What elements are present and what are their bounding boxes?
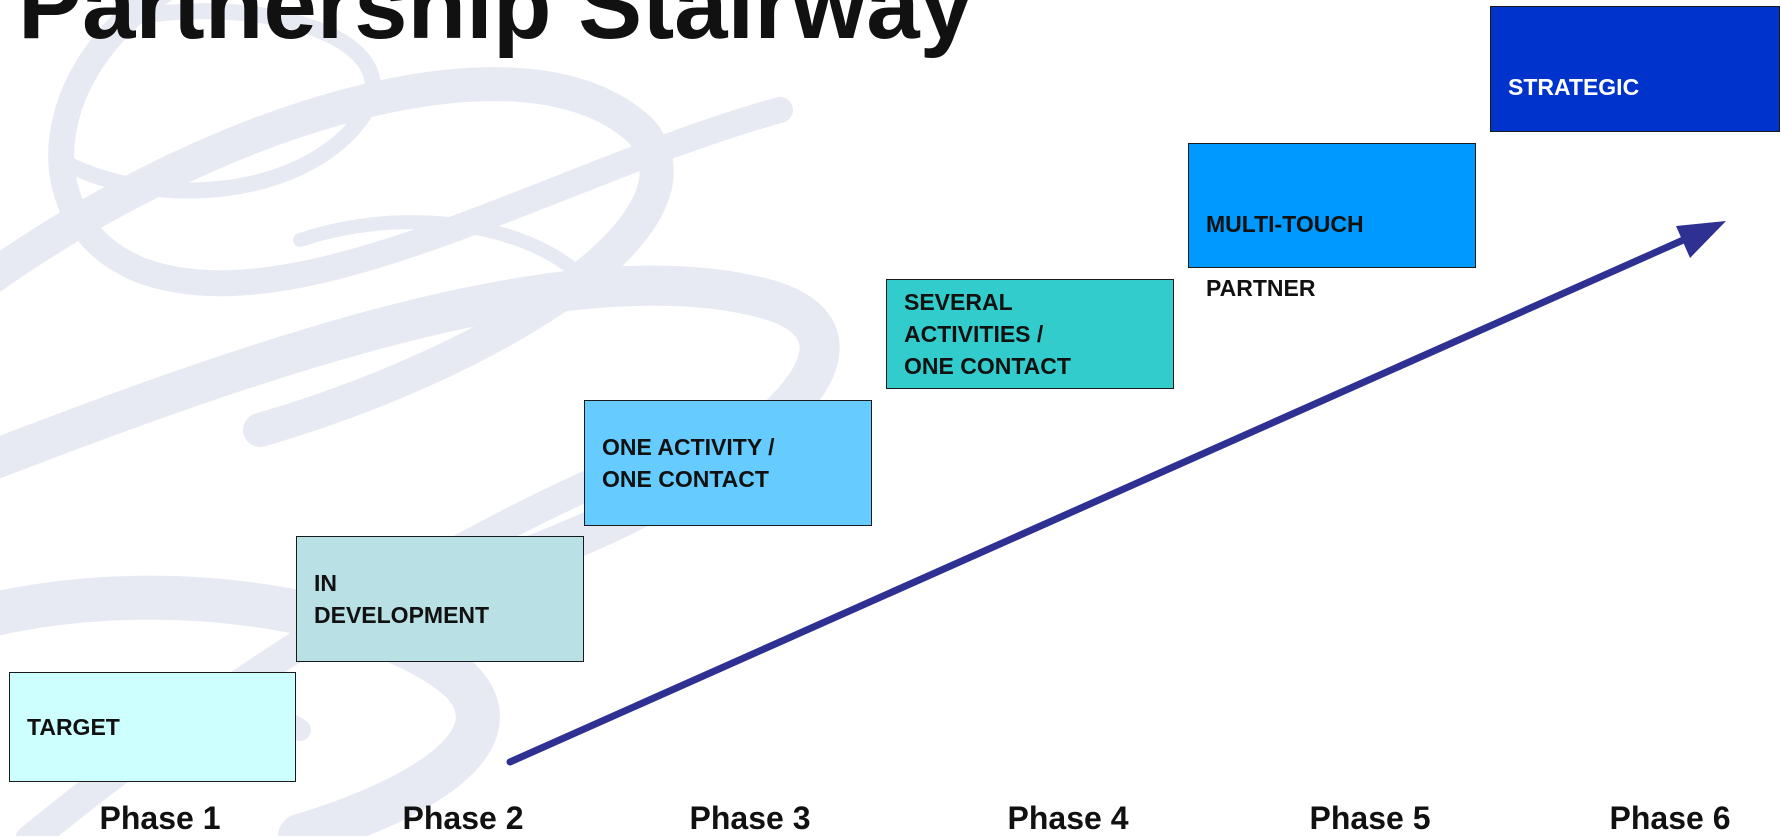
stair-step-5: MULTI-TOUCH PARTNER: [1188, 143, 1476, 301]
phase-label-1: Phase 1: [99, 800, 221, 836]
stair-step-3: ONE ACTIVITY / ONE CONTACT: [584, 400, 872, 526]
stair-step-6: STRATEGIC PARTNER: [1490, 6, 1780, 164]
stair-step-label-line: STRATEGIC: [1508, 74, 1640, 100]
stair-step-label: STRATEGIC PARTNER: [1508, 39, 1639, 167]
stair-step-2: IN DEVELOPMENT: [296, 536, 584, 662]
phase-label-2: Phase 2: [402, 800, 524, 836]
page-title: Partnership Stairway: [18, 0, 974, 59]
stair-step-label-line: ACTIVITIES /: [904, 321, 1044, 347]
stair-step-label: MULTI-TOUCH PARTNER: [1206, 176, 1364, 304]
phase-label-6: Phase 6: [1609, 800, 1731, 836]
stair-step-label-line: ONE ACTIVITY /: [602, 434, 775, 460]
stair-step-4: SEVERAL ACTIVITIES / ONE CONTACT: [886, 279, 1174, 389]
stair-step-label: IN DEVELOPMENT: [314, 567, 489, 631]
stair-step-label: SEVERAL ACTIVITIES / ONE CONTACT: [904, 286, 1071, 382]
phase-label-4: Phase 4: [1007, 800, 1129, 836]
stair-step-label-line: SEVERAL: [904, 289, 1013, 315]
stair-step-1: TARGET: [9, 672, 296, 782]
stair-step-label-line: PARTNER: [1508, 138, 1618, 164]
stair-step-label: TARGET: [27, 711, 120, 743]
stair-step-label-line: ONE CONTACT: [602, 466, 769, 492]
stair-step-label-line: MULTI-TOUCH: [1206, 211, 1364, 237]
stair-step-label: ONE ACTIVITY / ONE CONTACT: [602, 431, 775, 495]
phase-label-3: Phase 3: [689, 800, 811, 836]
stair-step-label-line: IN: [314, 570, 337, 596]
phase-label-5: Phase 5: [1309, 800, 1431, 836]
stair-step-label-line: TARGET: [27, 714, 120, 740]
stair-step-label-line: PARTNER: [1206, 275, 1316, 301]
stair-step-label-line: ONE CONTACT: [904, 353, 1071, 379]
stair-step-label-line: DEVELOPMENT: [314, 602, 490, 628]
